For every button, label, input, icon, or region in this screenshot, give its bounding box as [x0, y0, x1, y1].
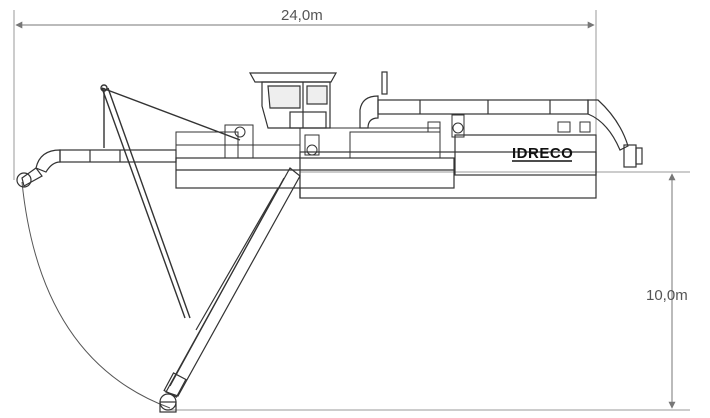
control-cabin — [248, 72, 338, 129]
length-dimension-label: 24,0m — [281, 7, 323, 24]
brand-logo: IDRECO — [512, 145, 573, 162]
length-dimension: 24,0m — [13, 7, 597, 180]
suction-pipe — [16, 149, 177, 188]
depth-dimension: 10,0m — [170, 171, 690, 411]
gantry-frame — [100, 84, 241, 319]
cutter-ladder — [159, 167, 301, 413]
brand-name: IDRECO — [512, 145, 573, 162]
deck-machinery — [175, 114, 591, 159]
depth-dimension-label: 10,0m — [646, 287, 688, 304]
pontoon-hull — [175, 134, 597, 199]
discharge-pipeline — [359, 71, 643, 168]
ladder-swing-arc — [21, 181, 171, 409]
